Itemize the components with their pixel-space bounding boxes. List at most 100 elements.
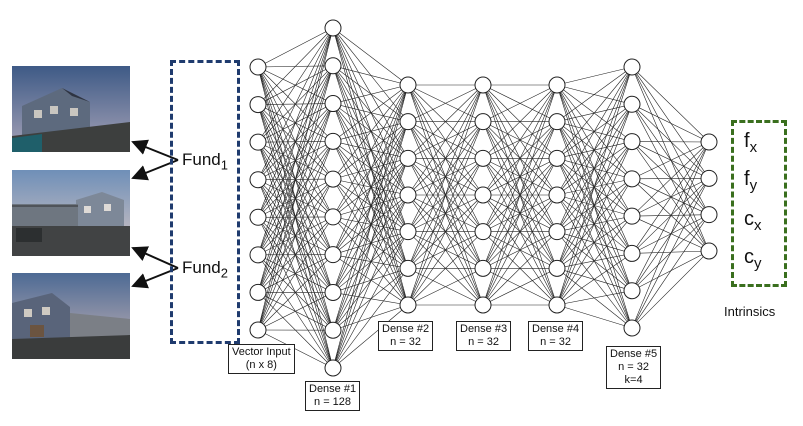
neuron-node-layer-3: [474, 259, 492, 277]
connection-edge: [332, 216, 409, 232]
neuron-node-layer-0: [249, 321, 267, 339]
neuron-node-layer-4: [548, 259, 566, 277]
connection-edge: [631, 215, 710, 252]
connection-edge: [332, 292, 409, 306]
neuron-node-layer-4: [548, 76, 566, 94]
connection-edge: [407, 158, 484, 306]
connection-edge: [257, 254, 334, 331]
connection-edge: [556, 66, 633, 159]
connection-edge: [556, 268, 633, 329]
neuron-node-layer-1: [324, 321, 342, 339]
connection-edge: [332, 103, 409, 159]
intrinsics-box: [731, 120, 787, 287]
connection-edge: [631, 141, 710, 254]
neuron-node-layer-6: [700, 169, 718, 187]
connection-edge: [257, 27, 334, 143]
connection-edge: [556, 66, 633, 232]
connection-edge: [407, 84, 484, 269]
neuron-node-layer-5: [623, 282, 641, 300]
intrinsic-cy: cy: [744, 246, 762, 272]
connection-edge: [556, 290, 633, 306]
connection-edge: [332, 103, 409, 232]
connection-edge: [482, 231, 558, 306]
intrinsic-fx: fx: [744, 130, 758, 156]
connection-edge: [332, 103, 409, 196]
connection-edge: [631, 104, 710, 252]
connection-edge: [631, 141, 710, 180]
connection-edge: [332, 84, 409, 180]
neuron-node-layer-1: [324, 95, 342, 113]
connection-edge: [257, 141, 334, 331]
connection-edge: [257, 27, 334, 68]
neuron-node-layer-0: [249, 171, 267, 189]
connection-edge: [631, 66, 710, 179]
connection-edge: [631, 141, 710, 329]
connection-edge: [332, 216, 409, 306]
connection-edge: [332, 65, 409, 232]
neuron-node-layer-3: [474, 113, 492, 131]
connection-edge: [556, 66, 633, 196]
neuron-node-layer-1: [324, 57, 342, 75]
connection-edge: [407, 84, 484, 159]
connection-edge: [332, 103, 409, 269]
neuron-node-layer-0: [249, 246, 267, 264]
connection-edge: [332, 65, 409, 196]
connection-edge: [257, 329, 334, 369]
connection-edge: [332, 254, 409, 306]
connection-edge: [332, 141, 409, 159]
connection-edge: [332, 194, 409, 218]
connection-edge: [332, 84, 409, 104]
connection-edge: [631, 178, 710, 329]
connection-edge: [332, 141, 409, 306]
neuron-node-layer-1: [324, 132, 342, 150]
neuron-node-layer-6: [700, 133, 718, 151]
connection-edge: [631, 104, 710, 179]
connection-edge: [631, 141, 710, 291]
neuron-node-layer-2: [399, 186, 417, 204]
connection-edge: [332, 178, 409, 232]
connection-edge: [482, 84, 558, 306]
connection-edge: [556, 66, 633, 269]
neuron-node-layer-2: [399, 149, 417, 167]
neuron-node-layer-1: [324, 19, 342, 37]
connection-edge: [407, 84, 484, 122]
neuron-node-layer-4: [548, 186, 566, 204]
connection-edge: [332, 216, 409, 269]
layer-label-vector-input: Vector Input(n x 8): [228, 344, 295, 374]
neuron-node-layer-4: [548, 223, 566, 241]
connection-edge: [631, 141, 710, 179]
connection-edge: [407, 121, 484, 306]
connection-edge: [631, 250, 710, 329]
input-image-2: [12, 170, 130, 256]
connection-edge: [257, 27, 334, 105]
neuron-node-layer-0: [249, 283, 267, 301]
connection-edge: [257, 27, 334, 180]
connection-edge: [257, 216, 334, 331]
connection-edge: [332, 103, 409, 122]
connection-edge: [332, 65, 409, 122]
neuron-node-layer-3: [474, 223, 492, 241]
connection-edge: [482, 84, 558, 159]
connection-edge: [257, 65, 334, 331]
connection-edge: [482, 84, 558, 232]
neuron-node-layer-1: [324, 246, 342, 264]
connection-edge: [332, 84, 409, 331]
connection-edge: [631, 250, 710, 254]
connection-edge: [407, 268, 484, 306]
neuron-node-layer-3: [474, 76, 492, 94]
connection-edge: [631, 214, 710, 329]
neuron-node-layer-2: [399, 76, 417, 94]
connection-edge: [332, 27, 409, 86]
neuron-node-layer-1: [324, 283, 342, 301]
connection-edge: [332, 268, 409, 369]
neuron-node-layer-3: [474, 186, 492, 204]
connection-edge: [631, 178, 710, 180]
connection-edge: [482, 158, 558, 306]
connection-edge: [631, 141, 710, 215]
connection-edge: [556, 66, 633, 122]
